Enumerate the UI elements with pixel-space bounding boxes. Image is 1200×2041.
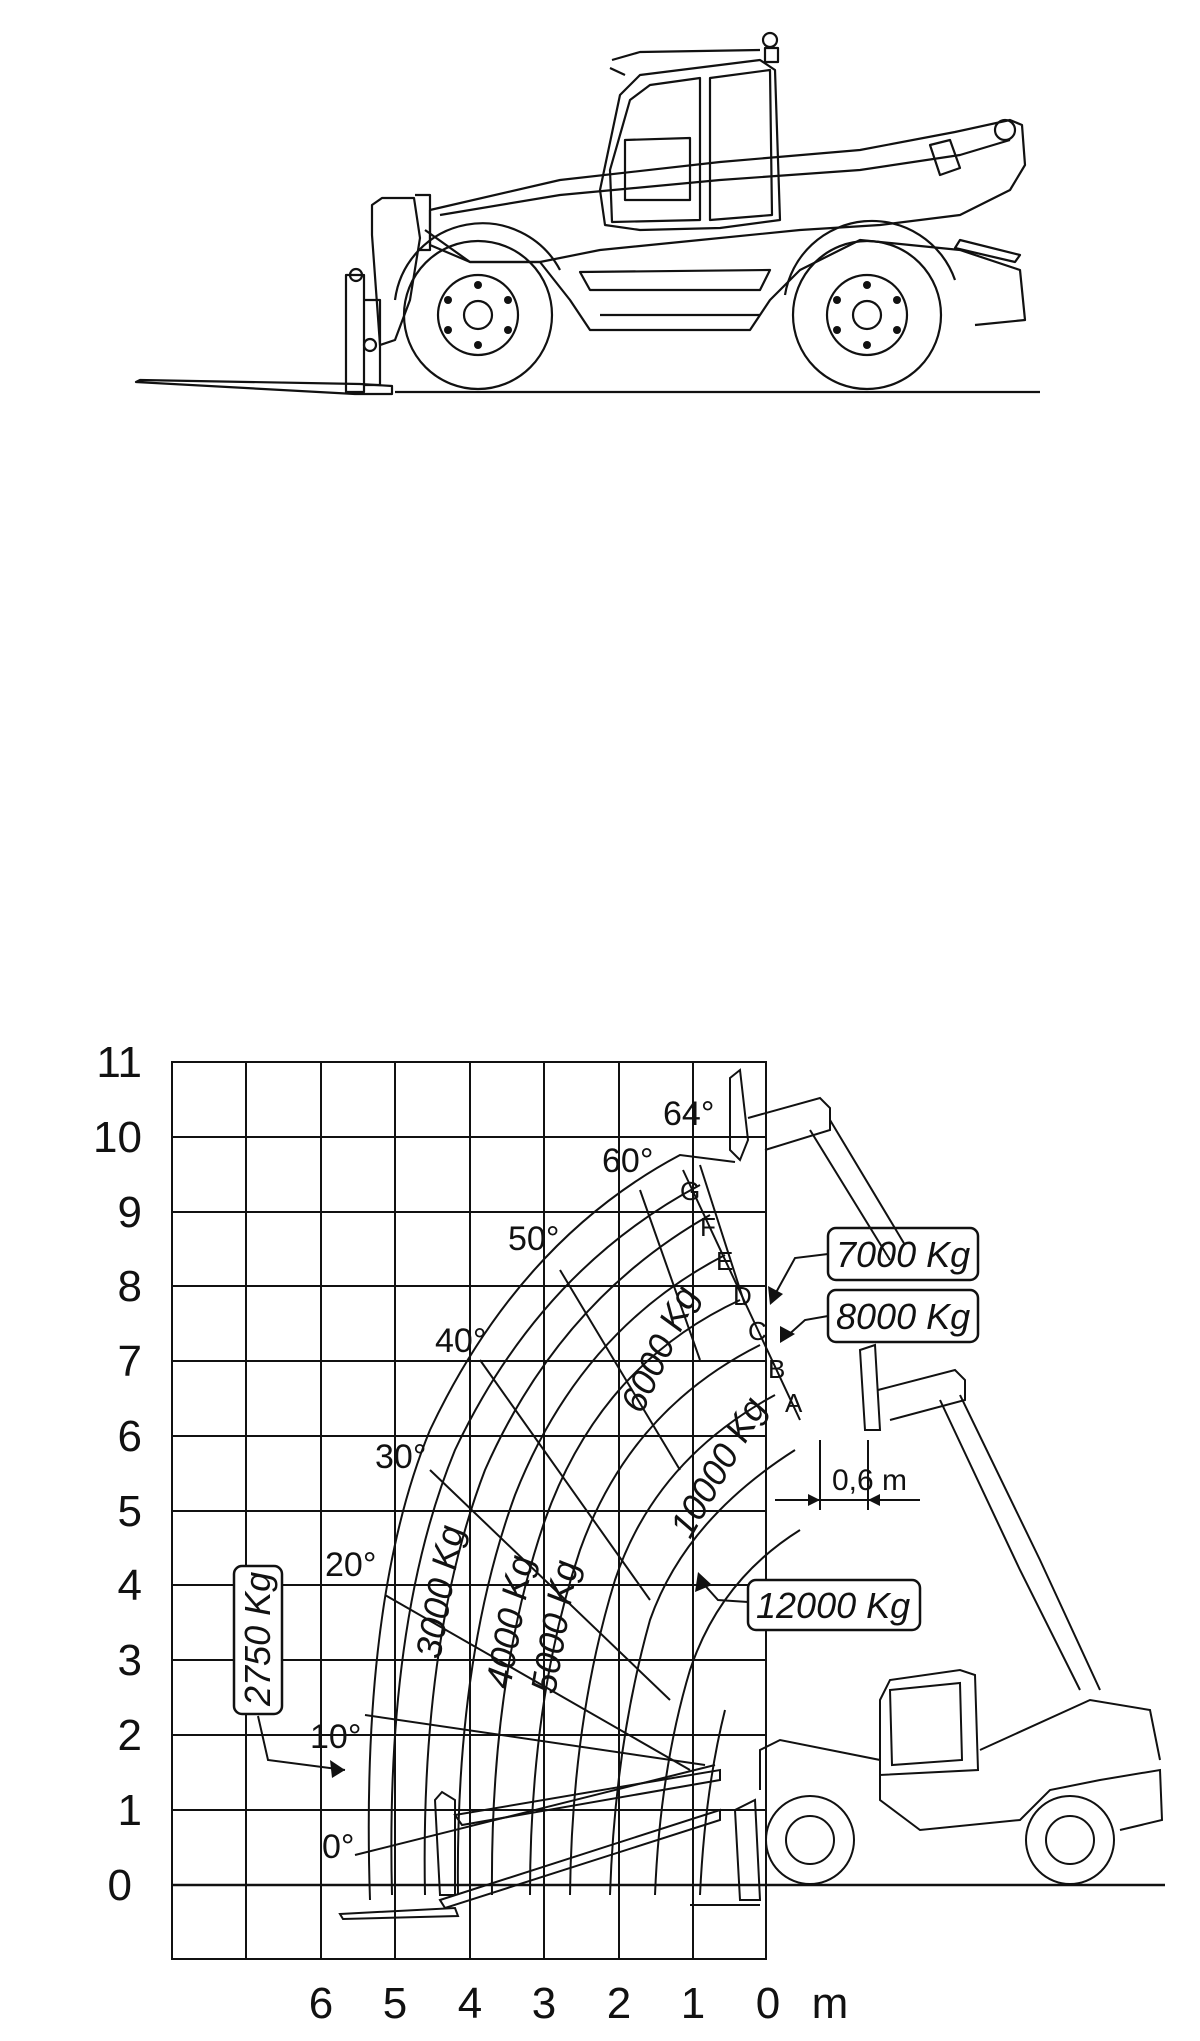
y-tick-label: 4 xyxy=(118,1561,142,1610)
x-axis-labels: 6 5 4 3 2 1 0 m xyxy=(309,1979,849,2028)
zone-point-label: E xyxy=(716,1246,733,1276)
x-tick-label: 6 xyxy=(309,1979,333,2028)
capacity-label-12000: 12000 Kg xyxy=(756,1585,910,1626)
outer-envelope xyxy=(367,1153,736,1901)
y-tick-label: 5 xyxy=(118,1487,142,1536)
y-tick-label: 11 xyxy=(96,1038,142,1087)
dimension-marker: 0,6 m xyxy=(775,1440,920,1510)
capacity-label-6000: 6000 Kg xyxy=(612,1279,706,1418)
y-tick-label: 1 xyxy=(118,1786,142,1835)
callout-7000: 7000 Kg xyxy=(768,1226,980,1305)
chassis xyxy=(424,229,1027,332)
x-tick-label: 2 xyxy=(607,1979,631,2028)
y-tick-label: 6 xyxy=(118,1412,142,1461)
rear-wheel xyxy=(791,239,943,391)
angle-labels: 0° 10° 20° 30° 40° 50° 60° 64° xyxy=(310,1095,714,1866)
x-tick-label: 1 xyxy=(681,1979,705,2028)
y-tick-label: 10 xyxy=(93,1113,142,1162)
callout-12000: 12000 Kg xyxy=(695,1572,922,1632)
angle-label: 50° xyxy=(508,1220,559,1258)
machine-small xyxy=(690,1668,1164,1906)
angle-label: 0° xyxy=(322,1828,355,1866)
y-tick-label: 7 xyxy=(118,1337,142,1386)
zone-point-label: A xyxy=(785,1388,803,1418)
machine-side-view xyxy=(134,31,1040,396)
fork-tines xyxy=(134,378,394,396)
y-tick-label: 2 xyxy=(118,1711,142,1760)
angle-label: 20° xyxy=(325,1546,376,1584)
zone-point-label: B xyxy=(768,1354,785,1384)
callout-8000: 8000 Kg xyxy=(780,1288,980,1344)
x-tick-label: 3 xyxy=(532,1979,556,2028)
cab xyxy=(598,58,782,232)
dimension-label: 0,6 m xyxy=(832,1464,907,1497)
angle-label: 40° xyxy=(435,1322,486,1360)
y-tick-label: 8 xyxy=(118,1262,142,1311)
zone-point-label: C xyxy=(748,1316,767,1346)
y-tick-label: 9 xyxy=(118,1188,142,1237)
zone-point-label: D xyxy=(733,1281,752,1311)
y-tick-label: 3 xyxy=(118,1636,142,1685)
capacity-label-2750: 2750 Kg xyxy=(237,1572,278,1707)
zone-point-label: G xyxy=(680,1176,700,1206)
y-axis-labels: 0 1 2 3 4 5 6 7 8 9 10 11 xyxy=(93,1038,142,1910)
x-tick-label: 5 xyxy=(383,1979,407,2028)
capacity-label-8000: 8000 Kg xyxy=(836,1296,970,1337)
angle-label: 60° xyxy=(602,1142,653,1180)
y-tick-label: 0 xyxy=(108,1861,132,1910)
x-axis-unit: m xyxy=(812,1979,849,2028)
x-tick-label: 4 xyxy=(458,1979,482,2028)
angle-label: 10° xyxy=(310,1718,361,1756)
zone-point-label: F xyxy=(700,1212,716,1242)
x-tick-label: 0 xyxy=(756,1979,780,2028)
boom-outlines xyxy=(338,1068,1101,1921)
load-curves xyxy=(354,1153,801,1901)
capacity-label-3000: 3000 Kg xyxy=(408,1522,472,1661)
zone-points: G F E D C B A xyxy=(680,1176,803,1418)
front-wheel xyxy=(402,239,554,391)
callout-2750: 2750 Kg xyxy=(232,1564,346,1778)
angle-label: 30° xyxy=(375,1438,426,1476)
angle-label: 64° xyxy=(663,1095,714,1133)
